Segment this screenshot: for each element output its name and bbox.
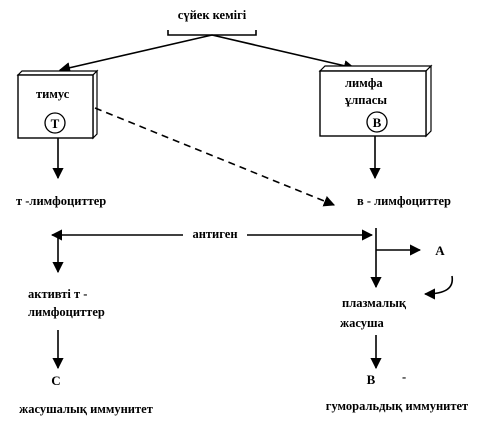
lymph-node-box: лимфа ұлпасы В	[318, 64, 433, 138]
b-lymphocytes-label: в - лимфоциттер	[357, 194, 451, 208]
plasma-cell-label-line1: плазмалық	[342, 296, 407, 310]
lymph-node-label-line1: лимфа	[345, 76, 383, 90]
lymph-node-letter: В	[373, 115, 382, 130]
letter-b: В	[367, 372, 376, 387]
cellular-immunity-label: жасушалық иммунитет	[19, 402, 153, 416]
humoral-immunity-label: гуморальдық иммунитет	[326, 399, 468, 413]
curved-arrow-a-to-plasma	[423, 275, 454, 300]
thymus-letter-circle	[44, 112, 66, 134]
lymph-node-letter-circle	[366, 111, 388, 133]
letter-c: С	[51, 373, 60, 388]
dashed-arrow-thymus-to-b	[94, 107, 336, 207]
t-lymphocytes-label: т -лимфоциттер	[16, 194, 106, 208]
thymus-box: тимус Т	[16, 69, 99, 140]
letter-b-dash: -	[402, 370, 406, 384]
lymph-node-label-line2: ұлпасы	[345, 93, 387, 107]
activated-t-label-line1: активті т -	[28, 287, 87, 301]
antigen-label: антиген	[192, 227, 237, 241]
thymus-label: тимус	[36, 87, 70, 101]
bone-marrow-brace	[167, 30, 257, 36]
activated-t-label-line2: лимфоциттер	[28, 305, 105, 319]
arrow-marrow-to-lymph	[211, 34, 356, 72]
thymus-letter: Т	[51, 116, 60, 131]
plasma-cell-label-line2: жасуша	[340, 316, 385, 330]
letter-a: А	[435, 243, 445, 258]
bone-marrow-label: сүйек кемігі	[178, 8, 247, 22]
arrow-marrow-to-thymus	[58, 34, 213, 74]
